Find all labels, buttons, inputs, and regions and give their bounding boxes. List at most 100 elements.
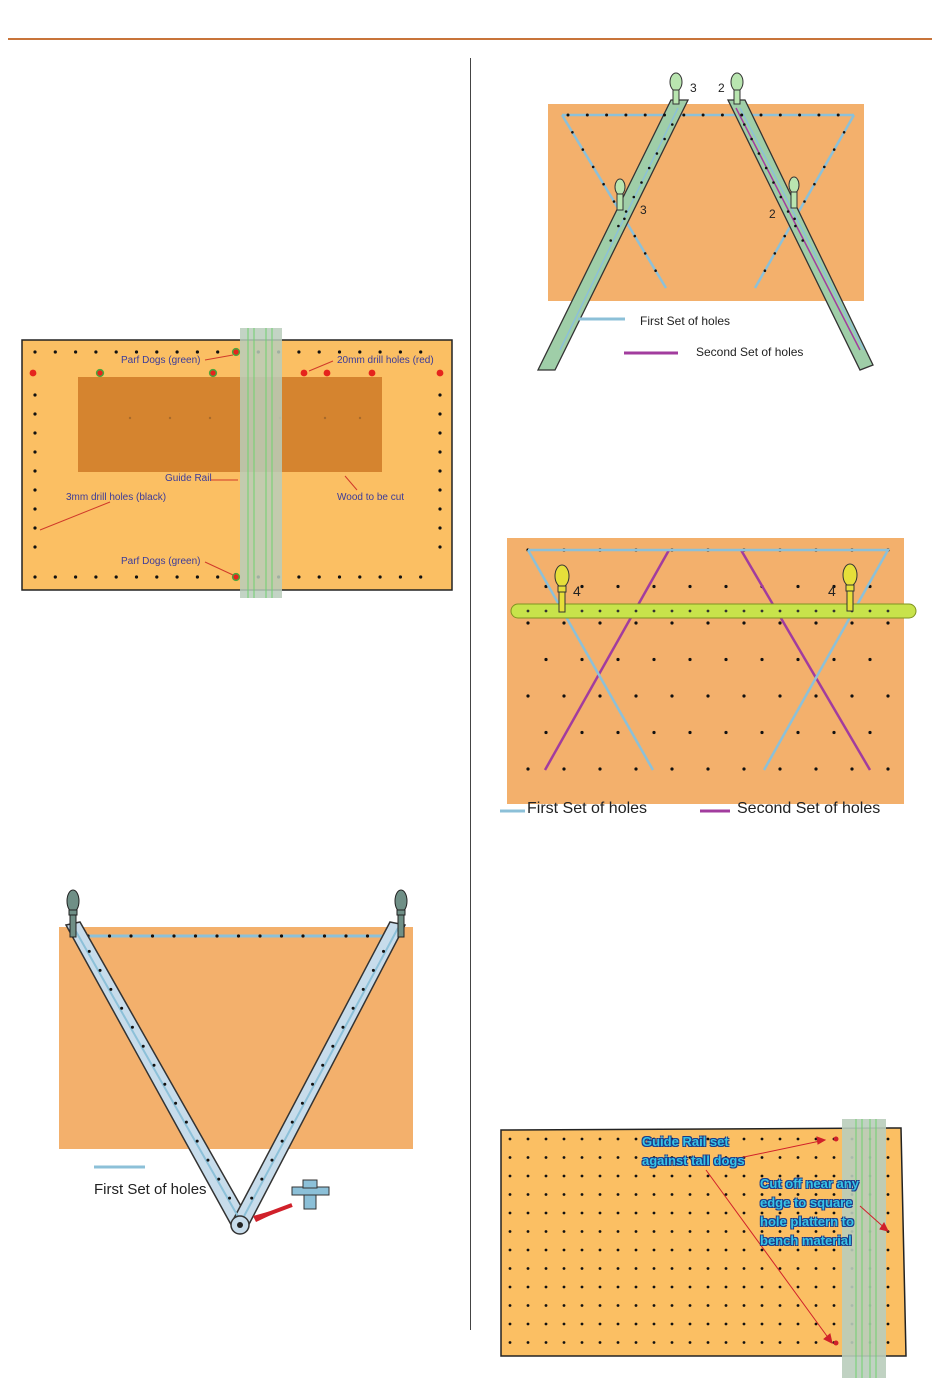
hole <box>526 1193 530 1196</box>
hole <box>508 1211 512 1215</box>
hole <box>280 1139 284 1143</box>
hole <box>168 416 172 420</box>
hole <box>688 584 692 589</box>
hole <box>331 1044 335 1048</box>
num-4-left: 4 <box>573 583 581 599</box>
hole <box>742 1341 746 1344</box>
hole <box>778 1304 782 1307</box>
parf-board-diagram <box>21 328 453 598</box>
hole <box>598 1174 602 1178</box>
hole <box>652 730 656 735</box>
hole <box>544 1304 548 1307</box>
drill-hole-20mm <box>436 369 444 377</box>
hole <box>634 609 638 613</box>
hole <box>706 1304 710 1307</box>
hole <box>598 1341 602 1344</box>
hole <box>634 1285 638 1289</box>
hole <box>598 1211 602 1215</box>
parf-dog <box>95 368 105 378</box>
hole <box>886 1304 890 1307</box>
hole <box>688 1304 692 1307</box>
hole <box>688 1156 692 1159</box>
header-rule <box>8 38 932 40</box>
hole <box>544 1267 548 1270</box>
hole <box>616 1137 620 1141</box>
hole <box>371 968 375 972</box>
parf-board <box>500 1127 907 1357</box>
legend-first-set: First Set of holes <box>640 314 731 328</box>
hole <box>616 1174 620 1178</box>
hole <box>419 350 423 354</box>
hole <box>778 1285 782 1289</box>
hole <box>760 1285 764 1289</box>
hole <box>109 987 113 991</box>
hole <box>796 657 800 662</box>
hole <box>508 1156 512 1159</box>
hole <box>706 1248 710 1252</box>
hole <box>671 123 674 126</box>
hole <box>796 584 800 589</box>
hole <box>580 1193 584 1196</box>
hole <box>616 1193 620 1196</box>
label-parf-dogs-bottom: Parf Dogs (green) <box>121 556 201 567</box>
hole <box>706 1156 710 1159</box>
hole <box>778 113 782 117</box>
hole <box>195 575 199 579</box>
hole <box>793 217 796 221</box>
guide-rail <box>240 328 282 598</box>
hole <box>823 165 826 169</box>
hole <box>652 609 656 613</box>
hole <box>544 609 548 613</box>
hole <box>832 1230 836 1233</box>
hole <box>344 934 348 938</box>
hole <box>688 1341 692 1344</box>
hole <box>706 609 710 613</box>
hole <box>663 113 666 117</box>
hole <box>643 252 647 255</box>
hole <box>580 609 584 613</box>
hole <box>652 1137 656 1141</box>
hole <box>868 609 872 613</box>
hole <box>33 526 37 530</box>
hole <box>155 575 159 579</box>
hole <box>141 1044 145 1048</box>
hole <box>544 1156 548 1159</box>
hole <box>321 1063 325 1067</box>
hole <box>760 1193 764 1196</box>
hole <box>53 575 57 579</box>
hole <box>33 431 37 435</box>
hole <box>832 1156 836 1159</box>
hole <box>526 767 530 771</box>
hole <box>801 239 804 242</box>
hole <box>794 224 797 228</box>
hole <box>773 252 777 255</box>
hole <box>193 934 198 938</box>
hole <box>724 1137 728 1141</box>
hole <box>526 1322 530 1326</box>
hole <box>562 1285 566 1289</box>
legend-first-set: First Set of holes <box>527 800 648 817</box>
hole <box>670 694 674 698</box>
hole <box>634 1341 638 1344</box>
hole <box>688 1137 692 1141</box>
figure-guide-rail-board: Guide Rail set against tall dogs Cut off… <box>470 1110 950 1378</box>
hole <box>724 1304 728 1307</box>
hole <box>742 1322 746 1326</box>
hole <box>580 1174 584 1178</box>
hole <box>544 1137 548 1141</box>
hole <box>526 1211 530 1215</box>
hole <box>814 1267 818 1270</box>
callout-guide-rail: Guide Rail set against tall dogs <box>642 1134 745 1168</box>
hole <box>634 1174 638 1178</box>
hole <box>886 1267 890 1270</box>
hole <box>778 1174 782 1178</box>
grid-crossrail-diagram <box>500 538 917 813</box>
hole <box>598 1322 602 1326</box>
hole <box>598 609 602 613</box>
hole <box>297 350 301 354</box>
hole <box>796 1304 800 1307</box>
hole <box>760 1322 764 1326</box>
hole <box>796 1230 800 1233</box>
hole <box>562 621 566 625</box>
hole <box>779 195 783 199</box>
